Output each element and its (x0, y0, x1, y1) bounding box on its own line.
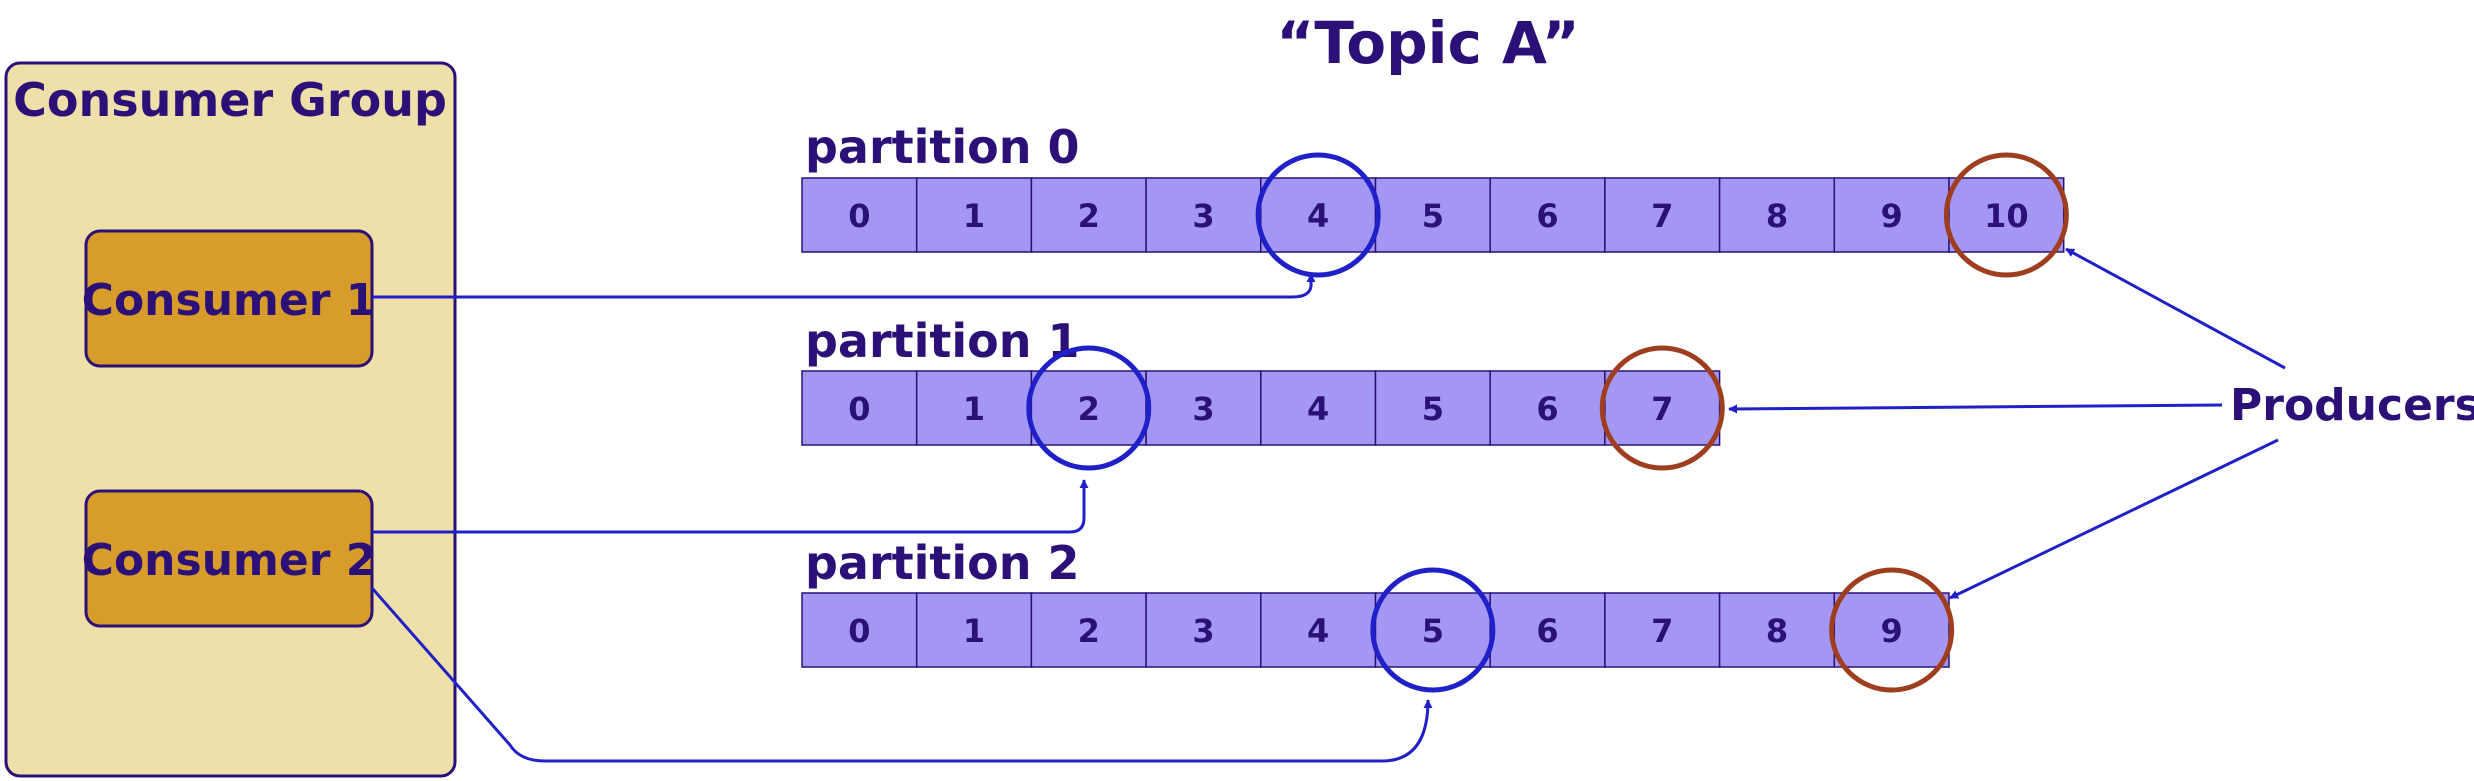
producer-to-partition-1-arrow (1728, 403, 2223, 414)
offset-label: 0 (848, 390, 870, 428)
consumer-2-to-partition-1-connector (372, 479, 1089, 534)
topic-title: “Topic A” (1276, 9, 1579, 77)
producer-position-marker (1943, 152, 2069, 278)
offset-cell (1260, 370, 1377, 446)
consumer-position-marker (1255, 152, 1381, 278)
partition-label: partition 1 (805, 314, 1080, 368)
offset-cell (1489, 370, 1606, 446)
offset-cell (1833, 592, 1950, 668)
offset-label: 4 (1307, 612, 1329, 650)
producer-to-partition-2-arrow (1949, 438, 2279, 600)
offset-label: 2 (1078, 197, 1100, 235)
offset-label: 1 (963, 612, 985, 650)
offset-cell (1374, 177, 1491, 253)
producer-position-marker (1599, 345, 1725, 471)
offset-label: 6 (1536, 197, 1558, 235)
consumer-2-box (84, 489, 374, 628)
partition-0: partition 0 0 1 2 3 4 5 6 7 8 9 10 (801, 120, 2069, 278)
offset-cell (1833, 177, 1950, 253)
consumer-2-label: Consumer 2 (82, 535, 377, 586)
offset-label: 3 (1192, 197, 1214, 235)
partition-2: partition 2 0 1 2 3 4 5 6 7 8 9 (801, 536, 1955, 693)
partition-label: partition 0 (805, 120, 1080, 174)
offset-cell (1718, 177, 1836, 253)
consumer-position-marker (1026, 345, 1152, 471)
consumer-group-label: Consumer Group (13, 73, 447, 127)
offset-cell (801, 177, 918, 253)
offset-label: 9 (1881, 612, 1903, 650)
offset-cell (1030, 592, 1147, 668)
producer-to-partition-0-arrow (2065, 247, 2286, 370)
partition-label: partition 2 (805, 536, 1080, 590)
offset-label: 8 (1766, 197, 1788, 235)
consumer-connectors (370, 273, 1433, 763)
producer-arrows (1728, 247, 2286, 600)
offset-cell (1030, 370, 1147, 446)
offset-cell (1145, 177, 1262, 253)
offset-label: 1 (963, 390, 985, 428)
offset-label: 6 (1536, 390, 1558, 428)
partition-1: partition 1 0 1 2 3 4 5 6 7 (801, 314, 1725, 471)
offset-cell (915, 592, 1033, 668)
offset-label: 7 (1651, 612, 1673, 650)
offset-label: 5 (1422, 390, 1444, 428)
offset-label: 4 (1307, 390, 1329, 428)
offset-label: 3 (1192, 390, 1214, 428)
offset-cell (1604, 592, 1721, 668)
offset-label: 4 (1307, 197, 1329, 235)
offset-cell (1374, 370, 1491, 446)
offset-cell (801, 592, 918, 668)
consumer-1: Consumer 1 (82, 229, 377, 368)
consumer-1-to-partition-0-connector (372, 273, 1316, 299)
offset-cell (1604, 177, 1721, 253)
consumer-2: Consumer 2 (82, 489, 377, 628)
offset-cell (1374, 592, 1491, 668)
offset-label: 8 (1766, 612, 1788, 650)
offset-cell (1718, 592, 1836, 668)
offset-cell (1260, 177, 1377, 253)
offset-label: 7 (1651, 390, 1673, 428)
consumer-group-box (4, 61, 457, 778)
producers-label: Producers (2230, 380, 2474, 431)
offset-cell (1948, 177, 2065, 253)
consumer-position-marker (1370, 567, 1496, 693)
offset-label: 0 (848, 197, 870, 235)
offset-label: 5 (1422, 197, 1444, 235)
offset-cell (801, 370, 918, 446)
offset-cell (1489, 177, 1606, 253)
producer-position-marker (1829, 567, 1955, 693)
offset-label: 3 (1192, 612, 1214, 650)
offset-cell (1145, 592, 1262, 668)
offset-label: 0 (848, 612, 870, 650)
offset-label: 7 (1651, 197, 1673, 235)
offset-label: 1 (963, 197, 985, 235)
offset-label: 2 (1078, 612, 1100, 650)
offset-label: 2 (1078, 390, 1100, 428)
offset-label: 9 (1881, 197, 1903, 235)
consumer-1-label: Consumer 1 (82, 275, 377, 326)
offset-label: 6 (1536, 612, 1558, 650)
consumer-2-to-partition-2-connector (370, 587, 1433, 763)
offset-cell (1145, 370, 1262, 446)
offset-label: 5 (1422, 612, 1444, 650)
offset-cell (1260, 592, 1377, 668)
offset-cell (1604, 370, 1721, 446)
offset-label: 10 (1984, 197, 2029, 235)
